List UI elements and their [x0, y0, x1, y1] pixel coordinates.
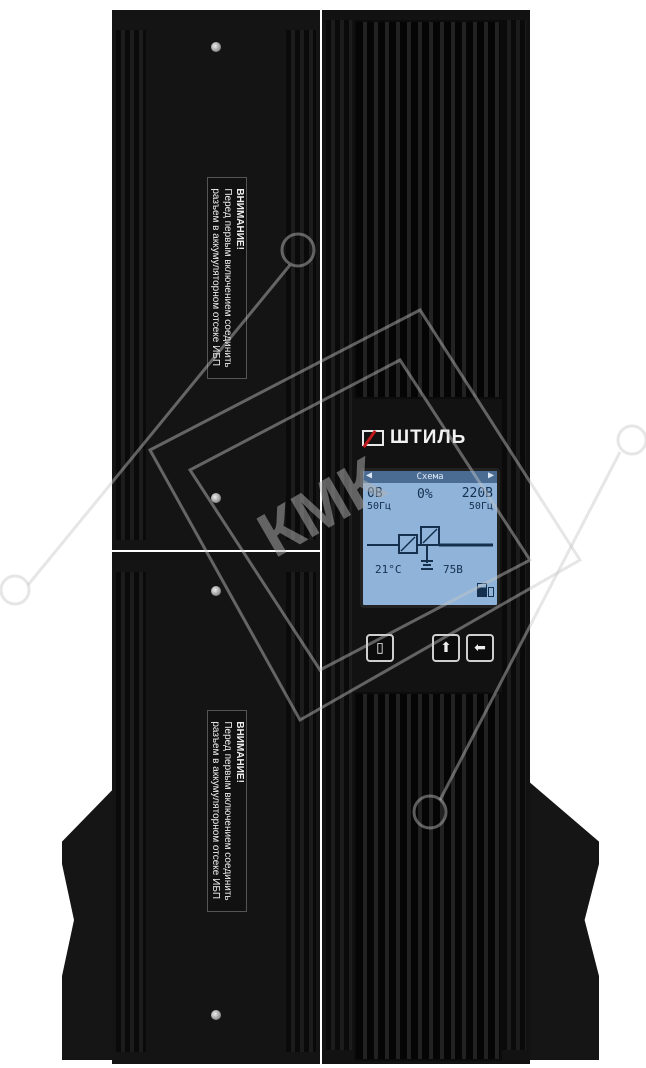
input-frequency: 50Гц	[367, 501, 392, 512]
brand-logo: ШТИЛЬ	[362, 426, 492, 454]
left-arrow-icon: ◀	[366, 470, 373, 481]
inverter-icon	[420, 526, 440, 546]
warning-label-top: ВНИМАНИЕ! Перед первым включением соедин…	[207, 177, 247, 379]
lower-grille	[354, 692, 502, 1061]
power-button[interactable]: ▯	[366, 634, 394, 662]
output-frequency: 50Гц	[468, 501, 493, 512]
up-arrow-icon: ⬆	[440, 639, 452, 655]
battery-module-bottom: ВНИМАНИЕ! Перед первым включением соедин…	[112, 552, 320, 1064]
battery-icon	[477, 583, 487, 597]
vent-strip-right	[286, 572, 316, 1052]
lcd-header: Схема	[416, 472, 444, 482]
warning-title: ВНИМАНИЕ!	[234, 188, 245, 250]
power-flow-diagram	[367, 526, 493, 570]
vent-strip-left	[326, 20, 352, 1050]
battery-module-top: ВНИМАНИЕ! Перед первым включением соедин…	[112, 10, 320, 550]
vent-strip-right	[502, 20, 526, 1050]
brand-mark	[362, 429, 384, 449]
warning-title: ВНИМАНИЕ!	[234, 721, 245, 783]
warning-line: разъем в аккумуляторном отсеке ИБП	[210, 721, 221, 900]
warning-line: Перед первым включением соединить	[222, 721, 233, 901]
temperature: 21°С	[375, 563, 402, 576]
lcd-header-bar: ◀ Схема ▶	[363, 470, 497, 483]
enter-arrow-icon: ⬅	[474, 639, 486, 655]
enter-button[interactable]: ⬅	[466, 634, 494, 662]
warning-line: разъем в аккумуляторном отсеке ИБП	[210, 188, 221, 367]
right-arrow-icon: ▶	[487, 470, 494, 481]
screw	[211, 42, 221, 52]
warning-label-bottom: ВНИМАНИЕ! Перед первым включением соедин…	[207, 710, 247, 912]
speaker-icon	[488, 587, 494, 597]
power-icon: ▯	[376, 639, 384, 655]
ups-module: ШТИЛЬ ◀ Схема ▶ 0В 50Гц 0% 220В 50Гц 21°…	[322, 10, 530, 1064]
right-foot	[527, 780, 599, 1060]
load-percent: 0%	[417, 487, 433, 502]
warning-line: Перед первым включением соединить	[222, 188, 233, 368]
vent-strip-right	[286, 30, 316, 540]
vent-strip-left	[116, 30, 146, 540]
lcd-display: ◀ Схема ▶ 0В 50Гц 0% 220В 50Гц 21°С 75В	[360, 468, 500, 608]
screw	[211, 493, 221, 503]
upper-grille	[354, 20, 502, 399]
output-voltage: 220В	[461, 486, 493, 501]
input-voltage: 0В	[367, 486, 383, 501]
screw	[211, 1010, 221, 1020]
up-button[interactable]: ⬆	[432, 634, 460, 662]
vent-strip-left	[116, 572, 146, 1052]
battery-voltage: 75В	[443, 563, 463, 576]
screw	[211, 586, 221, 596]
brand-name: ШТИЛЬ	[390, 427, 467, 448]
